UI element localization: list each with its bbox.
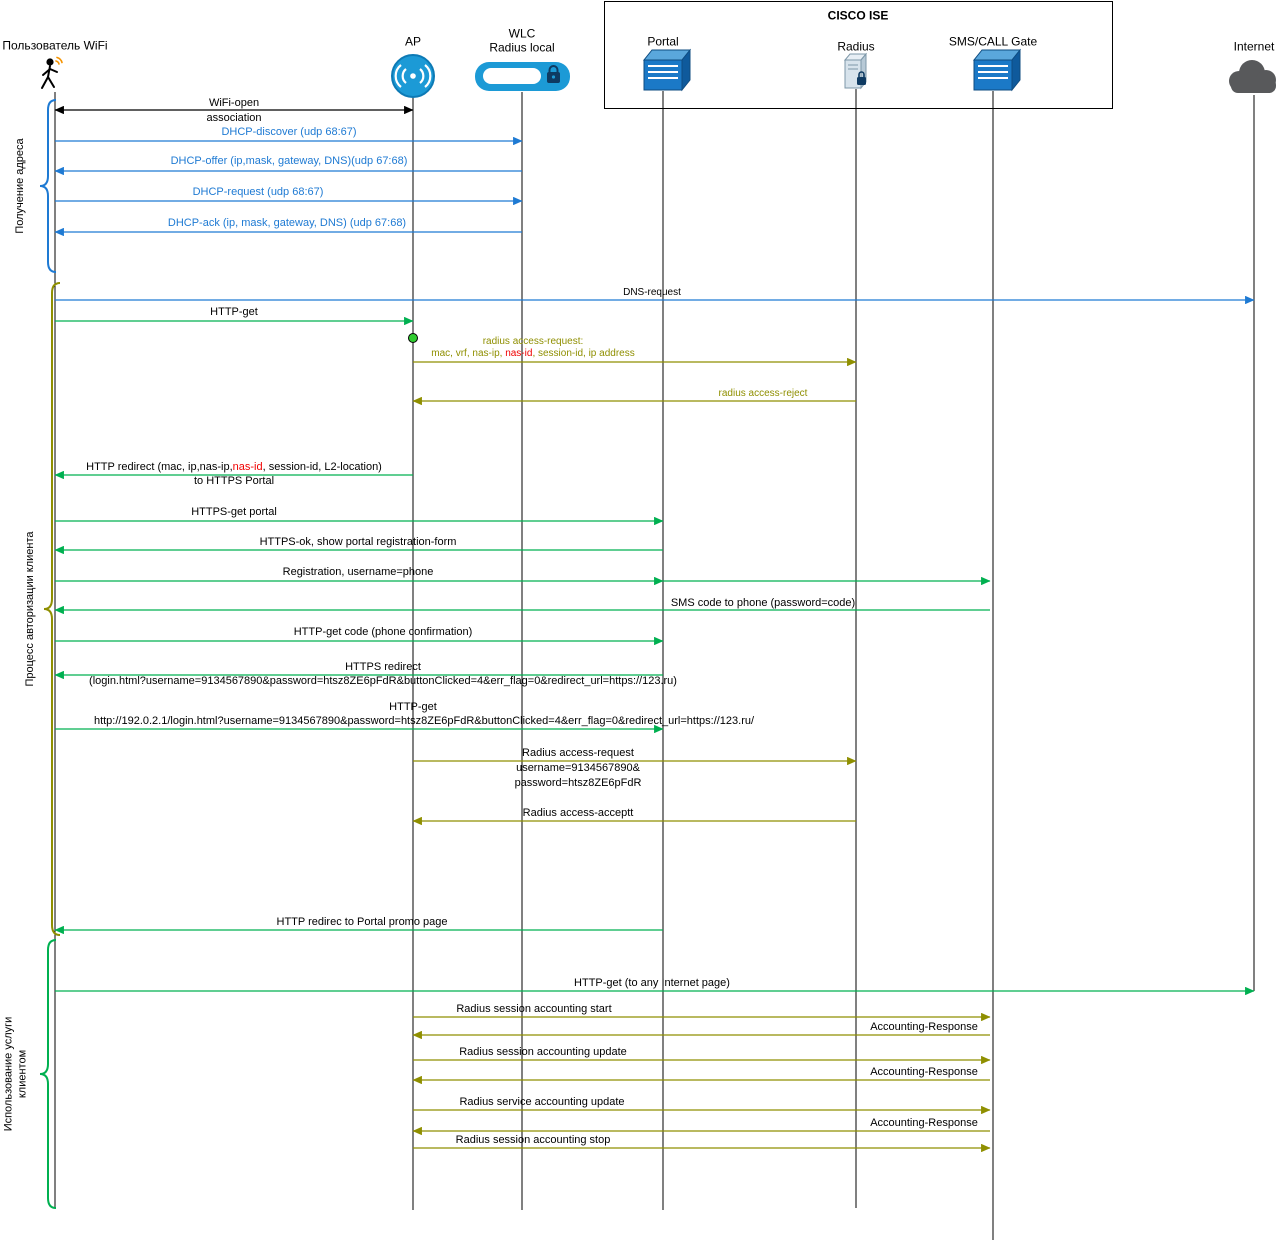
msg-dhcp-request: DHCP-request (udp 68:67) [192, 186, 324, 199]
msg-wifi-association-l2: association [206, 112, 262, 125]
msg-radius-access-request2-l3: password=htsz8ZE6pFdR [514, 777, 642, 790]
msg-http-get-code: HTTP-get code (phone confirmation) [293, 626, 473, 639]
brace-auth-phase [43, 282, 61, 936]
gateway-switch-icon [972, 48, 1022, 92]
phase-usage-label: Использование услуги клиентом [2, 1017, 30, 1132]
msg-http-get-login: HTTP-get [389, 701, 437, 714]
msg-radius-access-accept: Radius access-acceptt [522, 807, 634, 820]
message-arrows [54, 105, 1255, 1153]
radius-req-params-c: , session-id, ip address [532, 347, 635, 359]
msg-acct-stop: Radius session accounting stop [455, 1134, 611, 1147]
actor-sms-gate-label: SMS/CALL Gate [948, 34, 1038, 49]
msg-dhcp-discover: DHCP-discover (udp 68:67) [221, 126, 357, 139]
brace-address-phase [39, 99, 57, 273]
radius-req-params-a: mac, vrf, nas-ip, [431, 347, 506, 359]
msg-https-ok: HTTPS-ok, show portal registration-form [259, 536, 457, 549]
phase-usage-line2: клиентом [16, 1049, 28, 1099]
msg-https-redirect-url: (login.html?username=9134567890&password… [89, 675, 677, 688]
msg-http-get-internet: HTTP-get (to any Internet page) [574, 977, 730, 990]
msg-http-get: HTTP-get [210, 306, 258, 319]
phase-auth-label: Процесс авторизации клиента [24, 531, 36, 687]
msg-registration: Registration, username=phone [282, 566, 434, 579]
msg-acct-start: Radius session accounting start [456, 1003, 612, 1016]
msg-dns-request: DNS-request [623, 286, 681, 298]
msg-https-redirect: HTTPS redirect [345, 661, 421, 674]
cisco-ise-title: CISCO ISE [827, 8, 889, 23]
actor-user-label: Пользователь WiFi [2, 38, 108, 53]
green-dot-marker [408, 333, 418, 343]
msg-http-get-login-url: http://192.0.2.1/login.html?username=913… [93, 715, 755, 728]
actor-radius-label: Radius [837, 39, 875, 54]
radius-req-params-nas-id: nas-id [505, 347, 533, 359]
msg-acct-update-2: Radius service accounting update [459, 1096, 625, 1109]
msg-acct-response-2: Accounting-Response [870, 1066, 978, 1079]
msg-radius-access-request-params: mac, vrf, nas-ip, nas-id, session-id, ip… [431, 348, 634, 361]
msg-dhcp-offer: DHCP-offer (ip,mask, gateway, DNS)(udp 6… [170, 155, 408, 168]
http-redirect-a: HTTP redirect (mac, ip,nas-ip, [86, 461, 233, 474]
walking-person-icon [41, 58, 58, 89]
msg-radius-access-request2-l1: Radius access-request [522, 747, 634, 760]
switch-3d-icon [642, 48, 692, 92]
wifi-signal-icon [55, 56, 63, 65]
access-point-icon [391, 54, 435, 98]
actor-internet-label: Internet [1233, 39, 1275, 54]
msg-sms-code: SMS code to phone (password=code) [670, 597, 856, 610]
msg-https-get-portal: HTTPS-get portal [191, 506, 277, 519]
actor-wlc-label: WLC [508, 26, 536, 41]
msg-http-redirect: HTTP redirect (mac, ip,nas-ip,nas-id, se… [86, 461, 382, 475]
msg-acct-update-1: Radius session accounting update [459, 1046, 627, 1059]
msg-radius-access-request2-l2: username=9134567890& [516, 762, 640, 775]
phase-usage-line1: Использование услуги [2, 1016, 15, 1132]
msg-http-redirect-promo: HTTP redirec to Portal promo page [276, 916, 448, 929]
phase-address-label: Получение адреса [14, 138, 26, 234]
brace-usage-phase [39, 939, 57, 1209]
msg-acct-response-3: Accounting-Response [870, 1117, 978, 1130]
actor-wlc-sublabel: Radius local [489, 40, 555, 55]
cloud-icon [1229, 60, 1276, 93]
http-redirect-nas-id: nas-id [232, 461, 263, 474]
actor-ap-label: AP [404, 34, 422, 49]
msg-http-redirect-target: to HTTPS Portal [193, 475, 275, 488]
msg-radius-access-request-caption: radius access-request: [482, 335, 584, 347]
http-redirect-c: , session-id, L2-location) [262, 461, 382, 474]
msg-acct-response-1: Accounting-Response [870, 1021, 978, 1034]
lifelines [54, 89, 1255, 1240]
server-tower-lock-icon [843, 52, 868, 90]
cisco-ise-box [604, 1, 1113, 109]
actor-portal-label: Portal [647, 34, 679, 49]
msg-radius-access-reject: radius access-reject [718, 387, 808, 399]
msg-wifi-association-l1: WiFi-open [208, 97, 260, 110]
msg-dhcp-ack: DHCP-ack (ip, mask, gateway, DNS) (udp 6… [167, 217, 407, 230]
wireless-controller-lock-icon [475, 62, 570, 91]
